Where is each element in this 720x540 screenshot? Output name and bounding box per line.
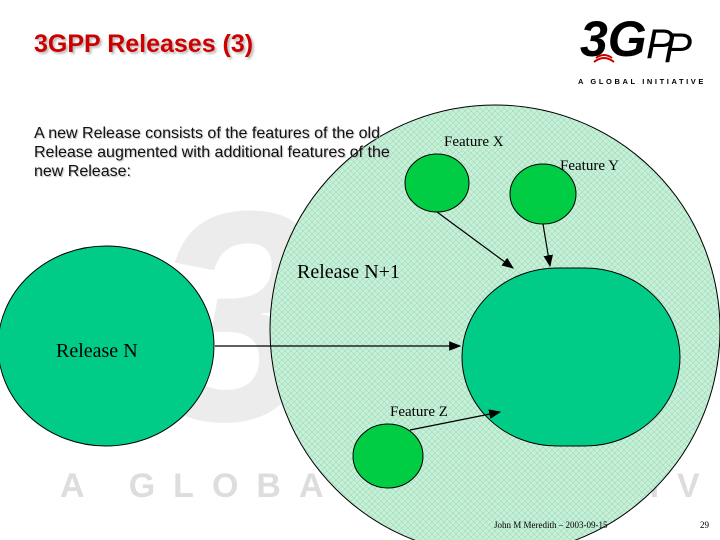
label-release-n1: Release N+1 <box>297 261 400 283</box>
logo-mark: 3G P P <box>580 11 692 71</box>
arrow-feature-x <box>436 211 514 269</box>
slide-title: 3GPP Releases (3) <box>34 30 254 58</box>
feature-z-circle <box>352 423 424 489</box>
3gpp-logo: 3G P P A GLOBAL INITIATIVE <box>578 11 704 86</box>
feature-x-circle <box>404 153 470 213</box>
release-n-circle <box>0 245 215 447</box>
label-release-n: Release N <box>56 340 138 362</box>
label-feature-z: Feature Z <box>390 404 448 420</box>
intro-text: A new Release consists of the features o… <box>34 125 390 180</box>
svg-text:P: P <box>664 24 692 71</box>
footer-credit: John M Meredith – 2003-09-15 <box>494 520 608 530</box>
svg-text:P: P <box>646 20 674 67</box>
arrow-feature-y <box>542 223 553 268</box>
label-feature-y: Feature Y <box>560 158 619 174</box>
logo-tagline: A GLOBAL INITIATIVE <box>578 77 704 86</box>
label-feature-x: Feature X <box>444 134 504 150</box>
release-n1-core <box>461 267 681 447</box>
arrow-feature-z <box>409 409 502 431</box>
page-number: 29 <box>700 520 709 530</box>
svg-text:3G: 3G <box>580 11 647 67</box>
